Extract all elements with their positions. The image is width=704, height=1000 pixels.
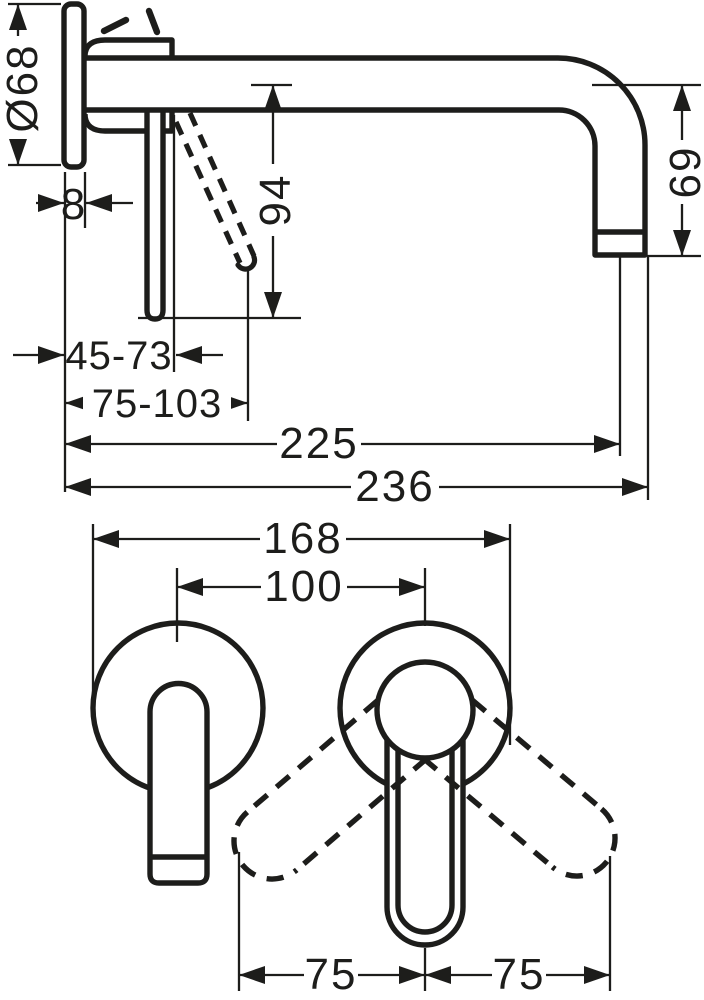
- dim-lever-swing: 75 75: [237, 852, 612, 999]
- dim-label-overall-depth: 236: [355, 462, 434, 511]
- dim-label-lever-drop: 94: [251, 174, 300, 227]
- front-view: [90, 620, 618, 948]
- dim-label-hole-distance: 100: [264, 562, 343, 611]
- dim-depth-range-2: 75-103: [65, 270, 250, 426]
- lever-ghost-left-dashed: [231, 698, 429, 882]
- dim-label-swing-left: 75: [305, 950, 358, 999]
- spout-side: [85, 55, 648, 258]
- handle-base-upper: [82, 37, 175, 57]
- dim-label-depth-range-2: 75-103: [92, 382, 223, 426]
- handle-hub-front: [374, 659, 476, 761]
- wall-plate: [61, 1, 87, 170]
- dim-hole-distance: 100: [175, 562, 427, 642]
- dim-depth-range-1: 45-73: [13, 115, 223, 378]
- lever-ghost-up-dashes: [100, 7, 161, 36]
- dim-label-plate-diameter: Ø68: [0, 43, 47, 132]
- lever-ghost-forward-dashed: [173, 111, 258, 272]
- dim-overall-width: 168: [91, 514, 512, 745]
- spout-front: [147, 680, 210, 886]
- dim-label-outlet-height: 69: [661, 146, 704, 199]
- dim-label-swing-right: 75: [493, 950, 546, 999]
- dim-label-plate-thickness: 8: [61, 180, 87, 229]
- dim-label-depth-range-1: 45-73: [65, 334, 172, 378]
- dim-overall-depth: 236: [65, 257, 650, 511]
- dim-lever-drop: 94: [138, 83, 301, 320]
- dim-label-spout-reach: 225: [279, 419, 358, 468]
- lever-side: [144, 111, 166, 322]
- side-view: [61, 1, 648, 322]
- dim-outlet-height: 69: [592, 83, 704, 258]
- dim-spout-reach: 225: [65, 257, 622, 468]
- dim-plate-diameter: Ø68: [0, 2, 61, 167]
- dim-label-overall-width: 168: [263, 514, 342, 563]
- lever-ghost-end-cap: [235, 254, 258, 272]
- lever-ghost-right-dashed: [421, 698, 618, 879]
